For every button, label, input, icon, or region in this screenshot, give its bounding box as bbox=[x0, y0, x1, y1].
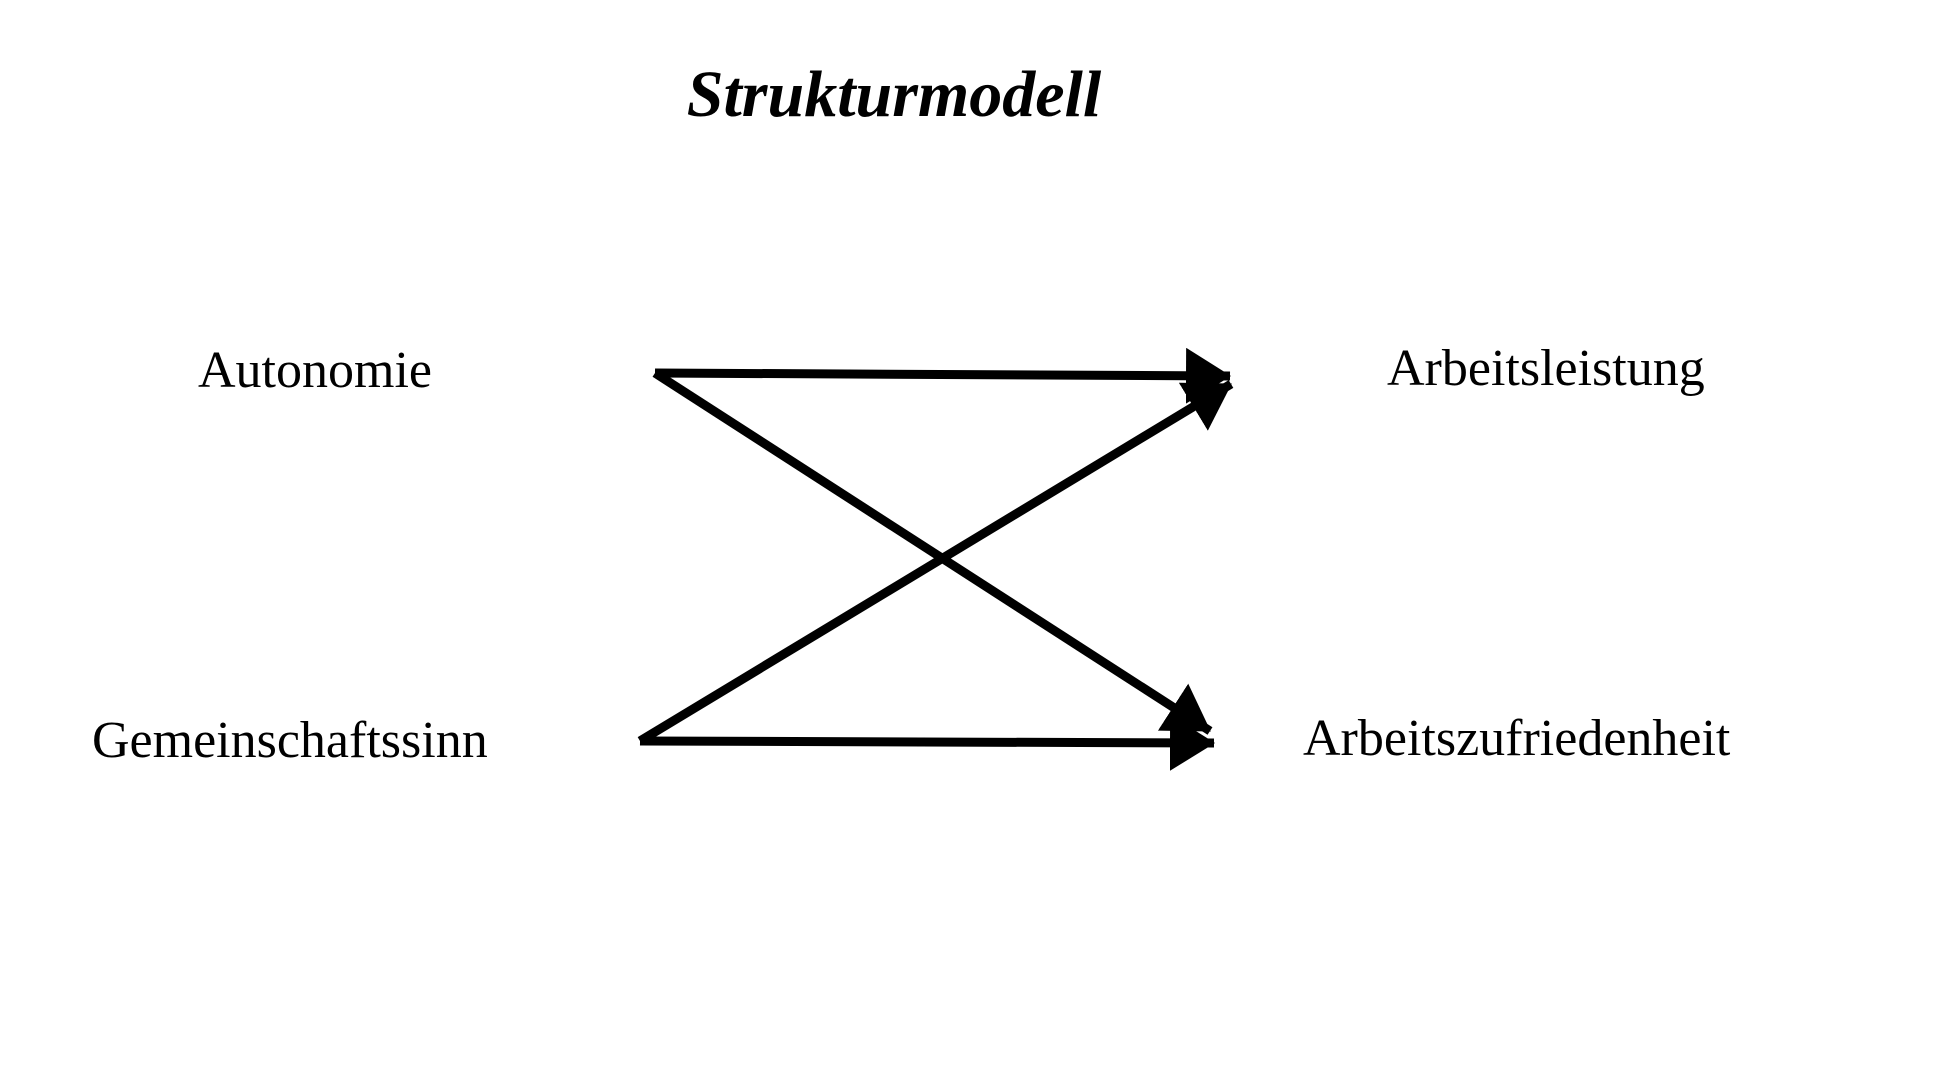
node-arbeitszufriedenheit: Arbeitszufriedenheit bbox=[1303, 710, 1731, 767]
edge-autonomie-to-arbeitsleistung bbox=[654, 347, 1231, 404]
diagram-title: Strukturmodell bbox=[686, 58, 1102, 131]
edge-gemeinschaftssinn-to-arbeitsleistung bbox=[637, 380, 1234, 745]
node-autonomie: Autonomie bbox=[198, 342, 432, 399]
edge-gemeinschaftssinn-to-arbeitszufriedenheit bbox=[639, 714, 1215, 771]
node-arbeitsleistung: Arbeitsleistung bbox=[1387, 340, 1705, 397]
edge-autonomie-to-arbeitszufriedenheit bbox=[652, 369, 1213, 735]
node-gemeinschaftssinn: Gemeinschaftssinn bbox=[92, 712, 488, 769]
